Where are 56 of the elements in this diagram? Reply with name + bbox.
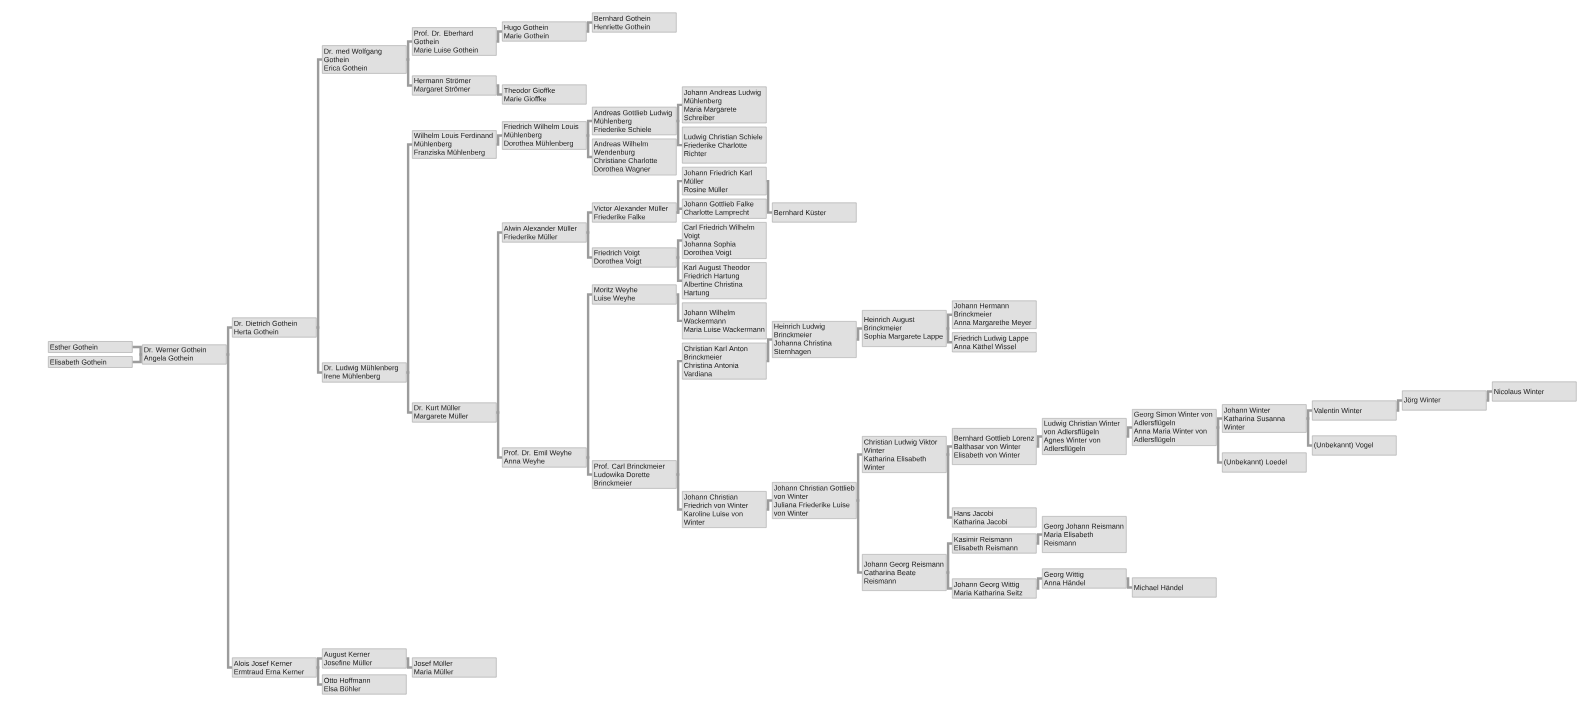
connector-line <box>855 327 862 341</box>
connector-line <box>315 657 322 669</box>
connector-line <box>585 231 592 259</box>
connector-line <box>132 345 143 356</box>
connector-line <box>315 326 322 374</box>
connector-line <box>945 571 952 590</box>
connector-line <box>765 179 772 214</box>
connector-line <box>315 666 322 686</box>
connector-line <box>945 327 952 344</box>
connector-line <box>945 542 952 574</box>
connector-line <box>405 657 412 669</box>
connector-line <box>405 40 412 61</box>
connector-line <box>495 30 502 43</box>
connector-line <box>675 256 682 282</box>
connector-line <box>945 313 952 330</box>
connector-line <box>675 473 682 511</box>
connector-line <box>585 119 592 137</box>
connector-line <box>945 445 952 456</box>
connector-line <box>405 143 412 374</box>
connector-line <box>1485 390 1492 402</box>
connector-line <box>585 134 592 159</box>
connector-line <box>1305 417 1312 447</box>
connector-line <box>495 84 502 96</box>
connector-line <box>585 211 592 234</box>
connector-line <box>675 239 682 259</box>
connector-line <box>676 207 682 214</box>
connector-line <box>585 456 592 476</box>
connector-line <box>1125 426 1132 438</box>
connector-line <box>1215 426 1222 464</box>
connector-line <box>675 359 682 476</box>
connector-line <box>675 293 682 323</box>
connector-line <box>225 353 232 669</box>
connector-line <box>1395 399 1402 412</box>
connector-line <box>132 353 143 364</box>
connector-line <box>405 371 412 414</box>
connector-line <box>855 453 862 502</box>
connector-line <box>495 231 502 414</box>
connector-line <box>1035 435 1042 448</box>
connector-line <box>1035 533 1042 545</box>
connector-line <box>765 499 772 511</box>
connector-line <box>405 58 412 87</box>
connector-line <box>855 499 862 574</box>
connector-line <box>675 119 682 147</box>
connector-line <box>945 453 952 519</box>
connector-line <box>315 58 322 329</box>
connector-line <box>675 103 682 123</box>
connector-line <box>1125 577 1132 589</box>
connector-line <box>585 21 592 33</box>
connector-line <box>1305 409 1312 420</box>
connector-line <box>585 293 592 459</box>
connector-line <box>765 338 772 363</box>
connector-line <box>1215 417 1222 429</box>
connector-line <box>495 411 502 459</box>
connector-line <box>225 326 232 356</box>
connector-line <box>495 134 502 146</box>
connector-line <box>1035 577 1042 590</box>
